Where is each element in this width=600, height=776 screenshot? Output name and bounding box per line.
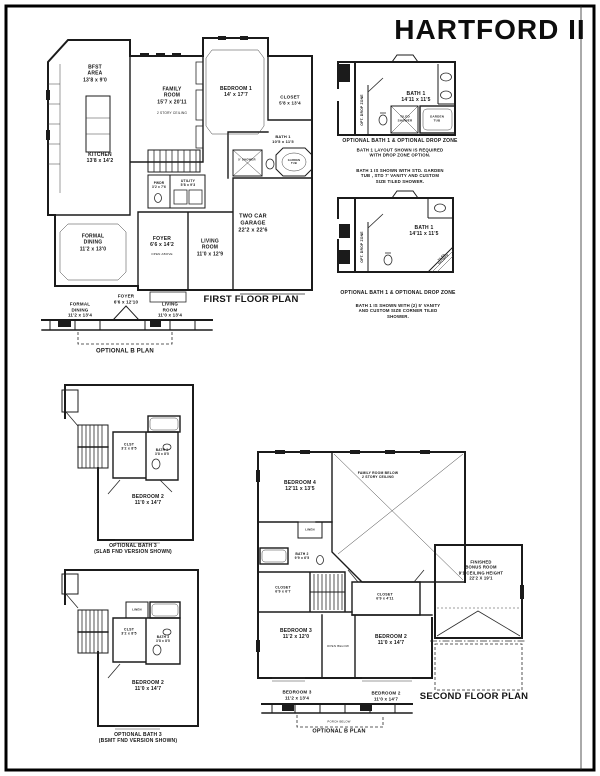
- room-label-foyer: FOYER 6'6 x 14'2: [150, 235, 174, 248]
- optb-first-floor-caption: OPTIONAL B PLAN: [96, 348, 154, 355]
- optb-bedroom2-label: BEDROOM 2 11'0 x 14'7: [371, 690, 401, 701]
- room-label-bedroom1: BEDROOM 1 14' x 17'7: [219, 85, 253, 98]
- bath3-bsmt-linen-label: LINEN: [132, 607, 142, 612]
- second-floor-plan-linework: [256, 450, 526, 691]
- bath-opt1-drop-zone-label: OPT. DROP ZONE: [359, 94, 364, 126]
- room-label-bedroom4: BEDROOM 4 12'11 x 13'5: [283, 479, 317, 492]
- bath3-bsmt-clst-label: CLST 3'2 x 8'5: [121, 627, 137, 636]
- bath3-bsmt-linework: [61, 569, 199, 730]
- room-label-bfst: BFST AREA 13'8 x 9'0: [83, 64, 107, 84]
- garden-tub-note: GARDEN TUB: [287, 158, 301, 165]
- open-below-note: OPEN BELOW: [326, 644, 350, 649]
- bath3-slab-clst-label: CLST 3'2 x 8'5: [121, 442, 137, 451]
- room-label-garage: TWO CAR GARAGE 22'2 x 22'6: [238, 213, 268, 234]
- first-floor-plan-linework: [46, 36, 313, 303]
- bath-opt2-room-label: BATH 1 14'11 x 11'5: [409, 224, 439, 237]
- bath-option-2-linework: [337, 190, 454, 273]
- bath3-slab-bedroom2-label: BEDROOM 2 11'0 x 14'7: [131, 493, 165, 506]
- bath-opt1-caption-1: OPTIONAL BATH 1 & OPTIONAL DROP ZONE: [342, 137, 458, 144]
- closet-right-label: CLOSET 6'9 x 4'11: [376, 592, 394, 601]
- optb-bedroom3-label: BEDROOM 3 11'2 x 13'4: [282, 689, 312, 700]
- second-floor-option-b-linework: [261, 703, 413, 728]
- room-label-bedroom2-2f: BEDROOM 2 11'0 x 14'7: [374, 633, 408, 646]
- bath-opt2-caption-2: BATH 1 IS SHOWN WITH (2) 5' VANITY AND C…: [355, 302, 441, 319]
- room-label-formal-dining: FORMAL DINING 11'2 x 13'0: [79, 233, 107, 253]
- family-room-below-note: FAMILY ROOM BELOW 2 STORY CEILING: [357, 470, 399, 479]
- sheet-border: [4, 4, 596, 772]
- bath-opt1-caption-2: BATH 1 LAYOUT SHOWN IS REQUIRED WITH DRO…: [356, 147, 444, 158]
- foyer-open-above-note: OPEN ABOVE: [151, 252, 173, 257]
- bath-opt1-garden-tub-label: GARDEN TUB: [429, 114, 445, 122]
- room-label-closet: CLOSET 5'8 x 13'4: [279, 94, 301, 105]
- bath-opt1-caption-3: BATH 1 IS SHOWN WITH STD. GARDEN TUB , S…: [356, 167, 444, 184]
- first-floor-caption: FIRST FLOOR PLAN: [203, 294, 299, 306]
- closet-left-label: CLOSET 6'9 x 6'7: [275, 585, 291, 594]
- page-title: HARTFORD II: [394, 14, 586, 45]
- porch-below-note: PORCH BELOW: [327, 719, 351, 724]
- bonus-room-label: FINISHED BONUS ROOM 9'1 CEILING HEIGHT 2…: [458, 559, 504, 581]
- room-label-utility: UTILITY 5'8 x 9'3: [180, 178, 196, 187]
- linen-label: LINEN: [305, 527, 315, 532]
- optb-second-floor-caption: OPTIONAL B PLAN: [312, 728, 366, 735]
- bath3-slab-caption: OPTIONAL BATH 3 (SLAB FND VERSION SHOWN): [94, 542, 172, 555]
- bath3-bsmt-bedroom2-label: BEDROOM 2 11'0 x 14'7: [131, 679, 165, 692]
- bath-opt2-caption-1: OPTIONAL BATH 1 & OPTIONAL DROP ZONE: [340, 289, 456, 296]
- bath3-slab-linework: [61, 384, 194, 544]
- bath-opt2-drop-zone-label: OPT. DROP ZONE: [359, 231, 364, 263]
- room-label-kitchen: KITCHEN 13'8 x 14'2: [86, 151, 114, 164]
- bath-option-1-linework: [337, 54, 456, 136]
- optb-foyer-label: FOYER 6'6 x 12'10: [113, 293, 139, 304]
- room-label-pwdr: PWDR 3'2 x 7'6: [152, 181, 166, 189]
- first-floor-option-b-linework: [41, 305, 213, 345]
- family-ceiling-note: 2 STORY CEILING: [156, 111, 188, 115]
- bath3-bsmt-caption: OPTIONAL BATH 3 (BSMT FND VERSION SHOWN): [98, 731, 178, 744]
- room-label-family: FAMILY ROOM 15'7 x 20'11: [157, 86, 187, 106]
- room-label-bath2: BATH 2 9'9 x 6'5: [294, 551, 310, 560]
- room-label-bath1: BATH 1 10'5 x 11'5: [272, 134, 294, 144]
- optb-formal-dining-label: FORMAL DINING 11'2 x 13'4: [67, 301, 93, 318]
- room-label-living: LIVING ROOM 11'0 x 12'9: [196, 238, 224, 258]
- bath3-bsmt-bath3-label: BATH 3 3'8 x 8'5: [156, 635, 170, 643]
- room-label-bedroom3: BEDROOM 3 11'2 x 12'0: [279, 627, 313, 640]
- second-floor-caption: SECOND FLOOR PLAN: [419, 691, 529, 703]
- optb-living-label: LIVING ROOM 11'0 x 13'4: [157, 301, 183, 318]
- bath3-slab-bath3-label: BATH 3 3'8 x 8'5: [155, 448, 169, 456]
- bath-opt1-room-label: BATH 1 14'11 x 11'5: [401, 90, 431, 103]
- bath-opt1-tiled-shower-label: TILED SHOWER: [397, 114, 413, 122]
- shower-note: 5' SHOWER: [238, 157, 256, 162]
